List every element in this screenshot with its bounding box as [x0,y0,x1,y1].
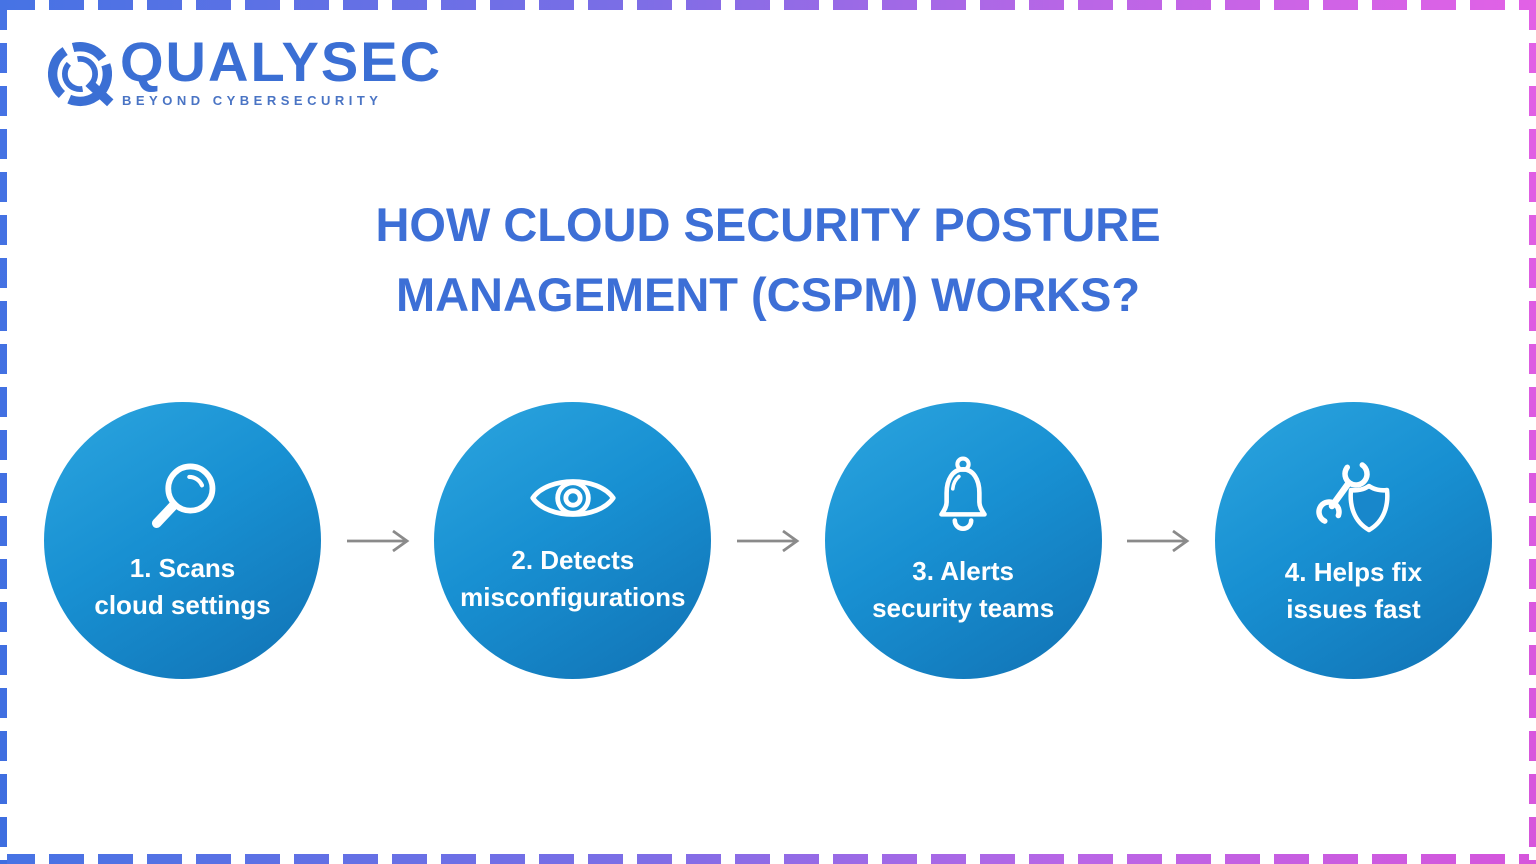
step-label-line1: 3. Alerts [912,556,1014,587]
step-label-line2: issues fast [1286,593,1421,624]
step-label-line2: misconfigurations [460,581,686,612]
step-label: 3. Alerts security teams [872,553,1054,626]
title-line-2: MANAGEMENT (CSPM) WORKS? [395,268,1141,321]
step-label-line1: 2. Detects [511,545,635,576]
frame-border-top [0,0,1536,10]
eye-icon [530,479,616,517]
step-circle-4: 4. Helps fix issues fast [1214,402,1492,679]
step-label-line2: cloud settings [94,589,271,620]
step-label-line1: 1. Scans [129,553,236,584]
arrow-right-icon [736,529,800,552]
logo-tagline: BEYOND CYBERSECURITY [122,93,383,108]
step-circle-3: 3. Alerts security teams [824,402,1102,679]
step-circle-2: 2. Detects misconfigurations [434,402,712,679]
qualysec-logo: QUALYSEC BEYOND CYBERSECURITY [44,34,442,110]
step-label: 4. Helps fix issues fast [1285,554,1422,627]
title-line-1: HOW CLOUD SECURITY POSTURE [375,198,1161,251]
search-icon [151,463,215,529]
bell-icon [939,456,987,532]
logo-wordmark-text: QUALYSEC [120,30,443,93]
frame-border-bottom [0,854,1536,864]
qualysec-q-icon [47,41,114,107]
arrow-right-icon [1127,529,1190,552]
page-title: HOW CLOUD SECURITY POSTURE MANAGEMENT (C… [0,190,1536,330]
step-label-line1: 4. Helps fix [1284,557,1423,588]
step-label: 2. Detects misconfigurations [460,542,685,615]
wrench-shield-icon [1316,460,1390,533]
steps-row: 1. Scans cloud settings 2. Detects misco… [0,402,1536,679]
step-circle-1: 1. Scans cloud settings [44,402,321,679]
arrow-right-icon [346,529,410,552]
step-label-line2: security teams [872,592,1055,623]
step-label: 1. Scans cloud settings [94,550,270,623]
logo-wordmark: QUALYSEC [120,34,442,90]
